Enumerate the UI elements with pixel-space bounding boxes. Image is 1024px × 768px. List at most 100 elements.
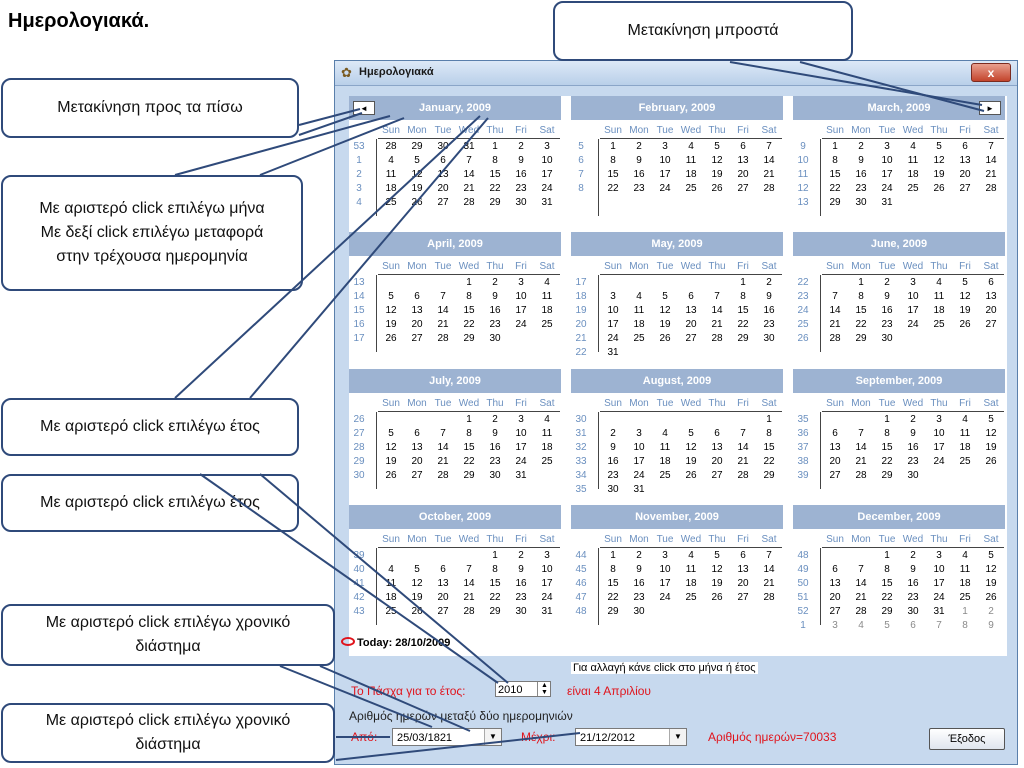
day-cell[interactable]: 2 (492, 277, 498, 288)
day-cell[interactable]: 26 (659, 333, 671, 344)
day-cell[interactable]: 16 (907, 578, 919, 589)
day-cell[interactable]: 7 (858, 428, 864, 439)
day-cell[interactable]: 6 (688, 291, 694, 302)
day-cell[interactable]: 14 (437, 442, 449, 453)
day-cell[interactable]: 10 (515, 428, 527, 439)
day-cell[interactable]: 28 (711, 333, 723, 344)
day-cell[interactable]: 5 (988, 550, 994, 561)
day-cell[interactable]: 30 (633, 606, 645, 617)
day-cell[interactable]: 13 (685, 305, 697, 316)
day-cell[interactable]: 5 (662, 291, 668, 302)
day-cell[interactable]: 1 (832, 141, 838, 152)
day-cell[interactable]: 28 (463, 606, 475, 617)
day-cell[interactable]: 8 (832, 155, 838, 166)
day-cell[interactable]: 1 (492, 141, 498, 152)
day-cell[interactable]: 15 (489, 578, 501, 589)
day-cell[interactable]: 20 (829, 592, 841, 603)
day-cell[interactable]: 24 (907, 319, 919, 330)
day-cell[interactable]: 21 (737, 456, 749, 467)
day-cell[interactable]: 2 (518, 550, 524, 561)
day-cell[interactable]: 15 (607, 169, 619, 180)
month-header[interactable]: September, 2009 (793, 369, 1005, 393)
day-cell[interactable]: 10 (659, 155, 671, 166)
day-cell[interactable]: 10 (607, 305, 619, 316)
day-cell[interactable]: 21 (437, 319, 449, 330)
day-cell[interactable]: 28 (829, 333, 841, 344)
day-cell[interactable]: 18 (907, 169, 919, 180)
day-cell[interactable]: 6 (440, 564, 446, 575)
day-cell[interactable]: 30 (437, 141, 449, 152)
month-header[interactable]: April, 2009 (349, 232, 561, 256)
day-cell[interactable]: 15 (489, 169, 501, 180)
day-cell[interactable]: 21 (437, 456, 449, 467)
day-cell[interactable]: 25 (685, 183, 697, 194)
day-cell[interactable]: 20 (411, 456, 423, 467)
day-cell[interactable]: 24 (515, 456, 527, 467)
day-cell[interactable]: 9 (636, 564, 642, 575)
day-cell[interactable]: 10 (933, 428, 945, 439)
to-date-picker[interactable]: 21/12/2012 ▼ (575, 728, 687, 746)
day-cell[interactable]: 1 (466, 414, 472, 425)
day-cell[interactable]: 21 (711, 319, 723, 330)
day-cell[interactable]: 2 (910, 414, 916, 425)
day-cell[interactable]: 26 (933, 183, 945, 194)
day-cell[interactable]: 28 (763, 183, 775, 194)
day-cell[interactable]: 22 (463, 456, 475, 467)
day-cell[interactable]: 9 (766, 291, 772, 302)
day-cell[interactable]: 4 (636, 291, 642, 302)
day-cell[interactable]: 7 (832, 291, 838, 302)
day-cell[interactable]: 31 (515, 470, 527, 481)
day-cell[interactable]: 6 (832, 564, 838, 575)
day-cell[interactable]: 8 (884, 428, 890, 439)
day-cell[interactable]: 30 (489, 333, 501, 344)
day-cell[interactable]: 10 (541, 564, 553, 575)
day-cell[interactable]: 19 (385, 456, 397, 467)
day-cell[interactable]: 5 (414, 155, 420, 166)
day-cell[interactable]: 22 (763, 456, 775, 467)
day-cell[interactable]: 10 (659, 564, 671, 575)
day-cell[interactable]: 21 (985, 169, 997, 180)
day-cell[interactable]: 10 (907, 291, 919, 302)
month-header[interactable]: February, 2009 (571, 96, 783, 120)
day-cell[interactable]: 4 (688, 141, 694, 152)
day-cell[interactable]: 3 (662, 550, 668, 561)
day-cell[interactable]: 9 (636, 155, 642, 166)
day-cell[interactable]: 3 (544, 141, 550, 152)
day-cell[interactable]: 20 (437, 592, 449, 603)
day-cell[interactable]: 6 (414, 428, 420, 439)
day-cell[interactable]: 13 (959, 155, 971, 166)
month-header[interactable]: January, 2009 (349, 96, 561, 120)
day-cell[interactable]: 28 (985, 183, 997, 194)
day-cell[interactable]: 24 (541, 183, 553, 194)
day-cell[interactable]: 10 (933, 564, 945, 575)
day-cell[interactable]: 24 (607, 333, 619, 344)
day-cell[interactable]: 11 (907, 155, 919, 166)
day-cell[interactable]: 2 (518, 141, 524, 152)
day-cell[interactable]: 16 (633, 169, 645, 180)
day-cell[interactable]: 22 (829, 183, 841, 194)
day-cell[interactable]: 22 (489, 183, 501, 194)
day-cell[interactable]: 3 (610, 291, 616, 302)
day-cell[interactable]: 18 (933, 305, 945, 316)
day-cell[interactable]: 5 (884, 620, 890, 631)
day-cell[interactable]: 7 (714, 291, 720, 302)
day-cell[interactable]: 17 (933, 578, 945, 589)
day-cell[interactable]: 13 (411, 305, 423, 316)
day-cell[interactable]: 2 (766, 277, 772, 288)
day-cell[interactable]: 5 (388, 291, 394, 302)
day-cell[interactable]: 31 (463, 141, 475, 152)
month-header[interactable]: August, 2009 (571, 369, 783, 393)
day-cell[interactable]: 21 (763, 169, 775, 180)
day-cell[interactable]: 6 (440, 155, 446, 166)
day-cell[interactable]: 13 (437, 578, 449, 589)
day-cell[interactable]: 27 (829, 606, 841, 617)
day-cell[interactable]: 31 (541, 606, 553, 617)
day-cell[interactable]: 14 (829, 305, 841, 316)
day-cell[interactable]: 11 (959, 428, 971, 439)
day-cell[interactable]: 23 (515, 592, 527, 603)
day-cell[interactable]: 7 (466, 155, 472, 166)
day-cell[interactable]: 18 (385, 183, 397, 194)
day-cell[interactable]: 29 (737, 333, 749, 344)
day-cell[interactable]: 19 (711, 169, 723, 180)
day-cell[interactable]: 12 (385, 305, 397, 316)
